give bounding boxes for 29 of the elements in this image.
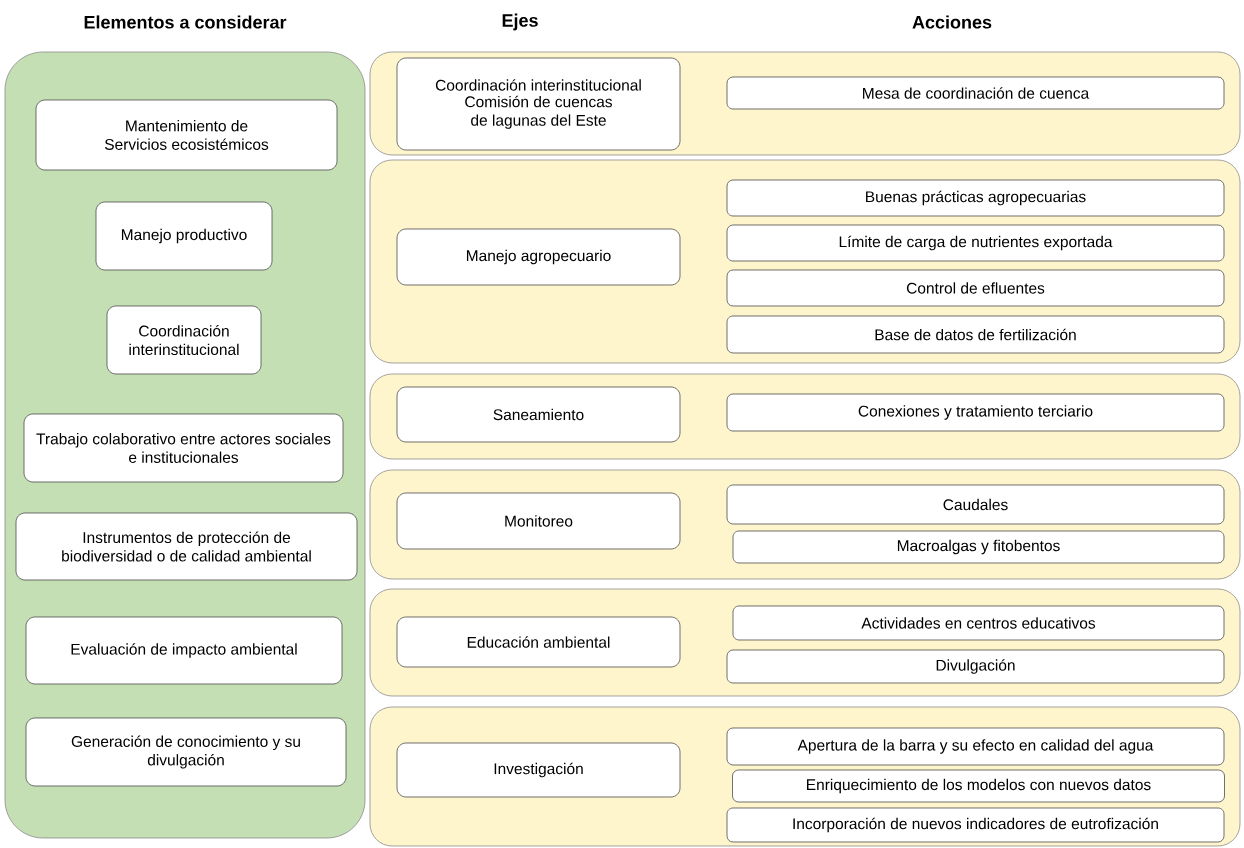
- axis-box: Coordinación interinstitucional Comisión de cuencas de lagunas del Este: [396, 57, 681, 151]
- element-box: Mantenimiento de Servicios ecosistémicos: [35, 99, 338, 171]
- action-box: Mesa de coordinación de cuenca: [726, 76, 1225, 110]
- action-box: Control de efluentes: [726, 269, 1225, 307]
- action-box: Base de datos de fertilización: [726, 315, 1225, 354]
- column-heading: Ejes: [502, 13, 538, 31]
- action-box: Conexiones y tratamiento terciario: [726, 393, 1225, 432]
- axis-box: Educación ambiental: [396, 616, 681, 668]
- action-box: Macroalgas y fitobentos: [732, 530, 1225, 564]
- element-box: Evaluación de impacto ambiental: [25, 616, 343, 685]
- action-box: Caudales: [726, 484, 1225, 525]
- element-box: Trabajo colaborativo entre actores sociales e institucionales: [23, 413, 344, 483]
- action-box: Buenas prácticas agropecuarias: [726, 179, 1225, 217]
- action-box: Divulgación: [726, 649, 1225, 684]
- action-box: Enriquecimiento de los modelos con nuevos datos: [732, 769, 1225, 803]
- axis-box: Manejo agropecuario: [396, 228, 681, 286]
- column-heading: Elementos a considerar: [84, 15, 287, 29]
- action-box: Límite de carga de nutrientes exportada: [726, 224, 1225, 262]
- axis-box: Saneamiento: [396, 386, 681, 443]
- axis-box: Monitoreo: [396, 492, 681, 550]
- axis-box: Investigación: [396, 742, 681, 798]
- action-box: Apertura de la barra y su efecto en calidad del agua: [726, 727, 1225, 766]
- column-heading: Acciones: [912, 15, 992, 29]
- element-box: Instrumentos de protección de biodiversidad o de calidad ambiental: [15, 512, 358, 581]
- element-box: Manejo productivo: [95, 201, 273, 271]
- action-box: Incorporación de nuevos indicadores de eutrofización: [726, 807, 1225, 843]
- element-box: Coordinación interinstitucional: [106, 305, 262, 375]
- action-box: Actividades en centros educativos: [732, 605, 1225, 641]
- element-box: Generación de conocimiento y su divulgación: [25, 717, 347, 787]
